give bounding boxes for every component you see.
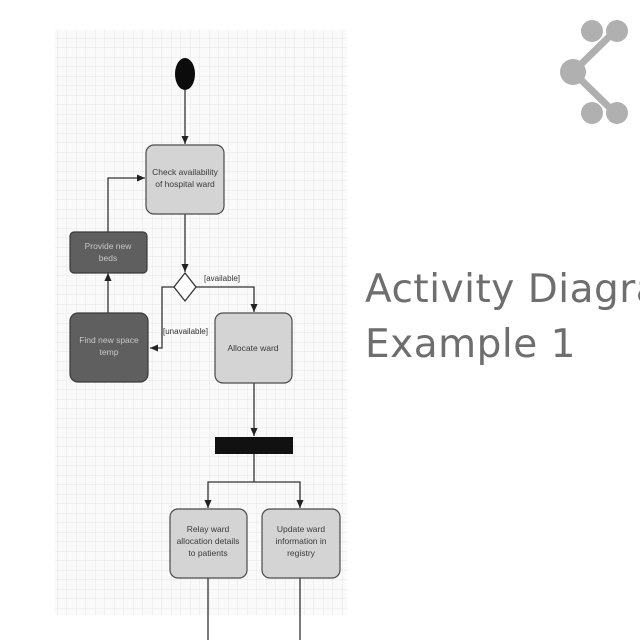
node-allocate-ward-label: Allocate ward — [227, 343, 278, 353]
node-check-availability: Check availability of hospital ward — [145, 144, 225, 215]
node-check-availability-line2: of hospital ward — [155, 179, 215, 189]
node-relay-ward-line3: to patients — [188, 548, 227, 558]
decision-node — [173, 271, 197, 303]
node-provide-new-beds-line1: Provide new — [85, 241, 133, 251]
diagram-grid — [55, 30, 347, 615]
node-update-ward-line2: information in — [275, 536, 326, 546]
fork-bar — [215, 437, 293, 454]
start-node — [175, 58, 195, 90]
node-find-new-space-line2: temp — [100, 347, 119, 357]
edge-label-unavailable: [unavailable] — [163, 327, 208, 336]
node-allocate-ward: Allocate ward — [214, 312, 293, 384]
node-relay-ward-line1: Relay ward — [187, 524, 230, 534]
slide-title-line1: Activity Diagram — [365, 267, 640, 312]
node-find-new-space: Find new space temp — [69, 312, 149, 383]
node-relay-ward: Relay ward allocation details to patient… — [169, 508, 248, 579]
node-update-ward-line1: Update ward — [277, 524, 325, 534]
node-provide-new-beds-line2: beds — [99, 253, 117, 263]
edge-decision-available — [196, 286, 258, 312]
edge-provide-to-check — [107, 174, 145, 232]
edge-fork-to-relay — [204, 481, 254, 508]
node-find-new-space-line1: Find new space — [79, 335, 139, 345]
share-icon — [560, 20, 628, 124]
node-check-availability-line1: Check availability — [152, 167, 218, 177]
edge-label-available: [available] — [204, 274, 240, 283]
node-relay-ward-line2: allocation details — [177, 536, 240, 546]
diagram-edges — [104, 90, 304, 640]
node-update-ward-line3: registry — [287, 548, 316, 558]
node-update-ward: Update ward information in registry — [261, 508, 341, 579]
edge-decision-unavailable — [150, 286, 174, 352]
node-provide-new-beds: Provide new beds — [69, 231, 148, 274]
slide-title-line2: Example 1 — [365, 322, 576, 367]
edge-fork-to-update — [254, 481, 304, 508]
